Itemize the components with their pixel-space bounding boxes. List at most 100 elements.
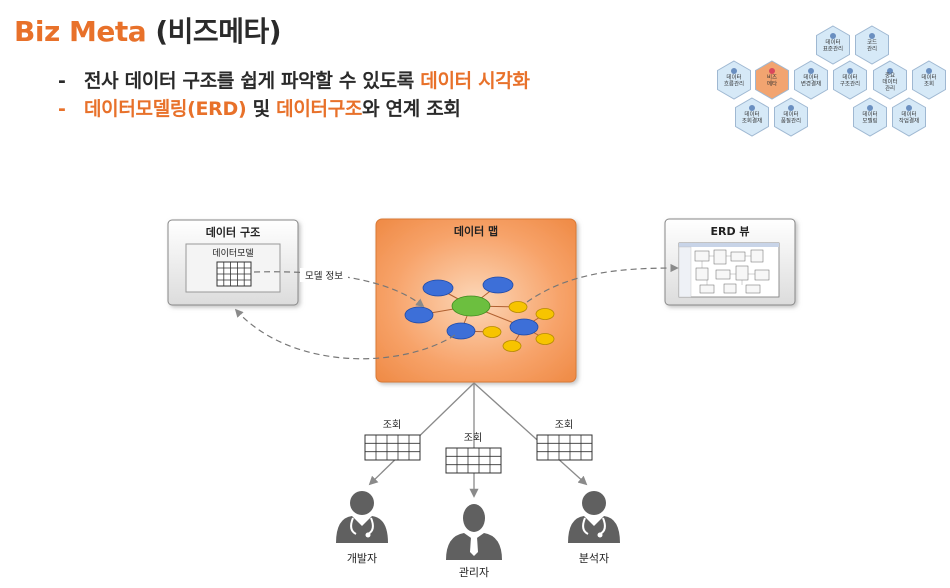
hex-menu-label: 모델링 [862,117,877,125]
arrow-to-analyst [473,382,588,486]
query-label: 조회 [555,419,573,431]
compass-icon [830,33,836,39]
connector-map-to-erd [526,263,679,303]
hex-menu-label: 작업결재 [899,117,919,125]
node-green [451,295,491,317]
bullet-2-text-1: 및 [246,98,277,120]
hex-menu-label: 품질관리 [781,117,801,125]
node-yellow [535,333,555,345]
bullet-dash: - [58,70,66,92]
hex-menu-label: 데이터 [901,110,916,118]
user-icon [336,491,388,543]
node-blue [446,322,476,340]
erd-view-panel: ERD 뷰 [664,218,796,306]
approval-icon [808,68,814,74]
data-map-title: 데이터 맵 [454,224,498,238]
network-icon [769,68,775,74]
hex-menu-label: 데이터 [842,73,857,81]
data-model-table-icon [216,261,252,287]
shield-icon [887,68,893,74]
hex-menu-label: 데이터 [744,110,759,118]
query-label: 조회 [383,419,401,431]
query-result-grid-icon [364,434,421,461]
node-yellow [535,308,555,320]
data-structure-title: 데이터 구조 [206,225,260,239]
bullet-1-highlight: 데이터 시각화 [420,70,530,92]
erd-screenshot-thumbnail [678,242,780,298]
document-icon [749,105,755,111]
edge-label-bg [300,268,348,282]
query-result-grid-icon [445,447,502,474]
bullet-2: -데이터모델링(ERD) 및 데이터구조와 연계 조회 [58,94,461,121]
bullet-dash: - [58,98,66,120]
hex-menu-label: 관리 [885,84,895,92]
hex-menu-label: 비즈 [767,73,777,81]
hex-menu-label: 구조관리 [840,80,860,88]
hex-menu-item[interactable]: 데이터모델링 [853,97,887,137]
node-blue [422,279,454,297]
page-title: Biz Meta (비즈메타) [14,10,282,50]
hex-menu-label: 메타 [767,80,777,88]
user-icon [568,491,620,543]
connector-map-to-structure [234,308,456,360]
bullet-1-text: 전사 데이터 구조를 쉽게 파악할 수 있도록 [84,70,421,92]
data-model-title: 데이터모델 [212,247,253,259]
hex-menu-label: 데이터 [783,110,798,118]
edge-label: 모델 정보 [305,270,343,282]
query-result-grid-icon [536,434,593,461]
hex-menu-label: 변경결재 [801,80,821,88]
user-label: 개발자 [347,552,377,565]
hex-menu-label: 코드 [867,39,877,46]
arrow-to-developer [368,382,475,486]
data-structure-panel: 데이터 구조 데이터모델 [167,219,299,306]
hex-menu: 데이터표준관리코드관리데이터흐름관리비즈메타데이터변경결재데이터구조관리중요데이… [717,25,946,137]
hex-menu-label: 데이터 [726,73,741,81]
flow-icon [731,68,737,74]
erd-view-title: ERD 뷰 [710,225,749,238]
bullet-2-highlight-1: 데이터모델링(ERD) [84,98,247,120]
hex-menu-label: 데이터 [803,73,818,81]
hex-menu-label: 데이터 [862,110,877,118]
table-icon [216,261,252,287]
data-map-panel: 데이터 맵 [375,218,577,383]
connector-model-to-map [253,271,425,308]
bullet-2-text-2: 와 연계 조회 [362,98,461,120]
hex-menu-label: 데이터 [921,73,936,81]
node-yellow [482,326,502,338]
hex-menu-label: 관리 [867,45,877,53]
quality-icon [788,105,794,111]
task-icon [906,105,912,111]
user-label: 관리자 [459,566,489,579]
hex-menu-item[interactable]: 비즈메타 [755,60,789,100]
title-rest: (비즈메타) [146,15,282,48]
node-blue [509,318,539,336]
bullet-2-highlight-2: 데이터구조 [276,98,363,120]
title-accent: Biz Meta [14,15,147,48]
hex-menu-label: 조회결재 [742,117,762,125]
query-label: 조회 [464,432,482,444]
user-label: 분석자 [579,552,609,565]
hex-menu-label: 데이터 [882,78,897,86]
structure-icon [847,68,853,74]
node-blue [404,306,434,324]
node-blue [482,276,514,294]
code-icon [869,33,875,39]
node-yellow [508,301,528,313]
hex-menu-label: 중요 [885,72,895,79]
bullet-1: -전사 데이터 구조를 쉽게 파악할 수 있도록 데이터 시각화 [58,66,530,93]
hex-menu-label: 조회 [924,80,934,88]
hex-menu-label: 데이터 [825,38,840,46]
